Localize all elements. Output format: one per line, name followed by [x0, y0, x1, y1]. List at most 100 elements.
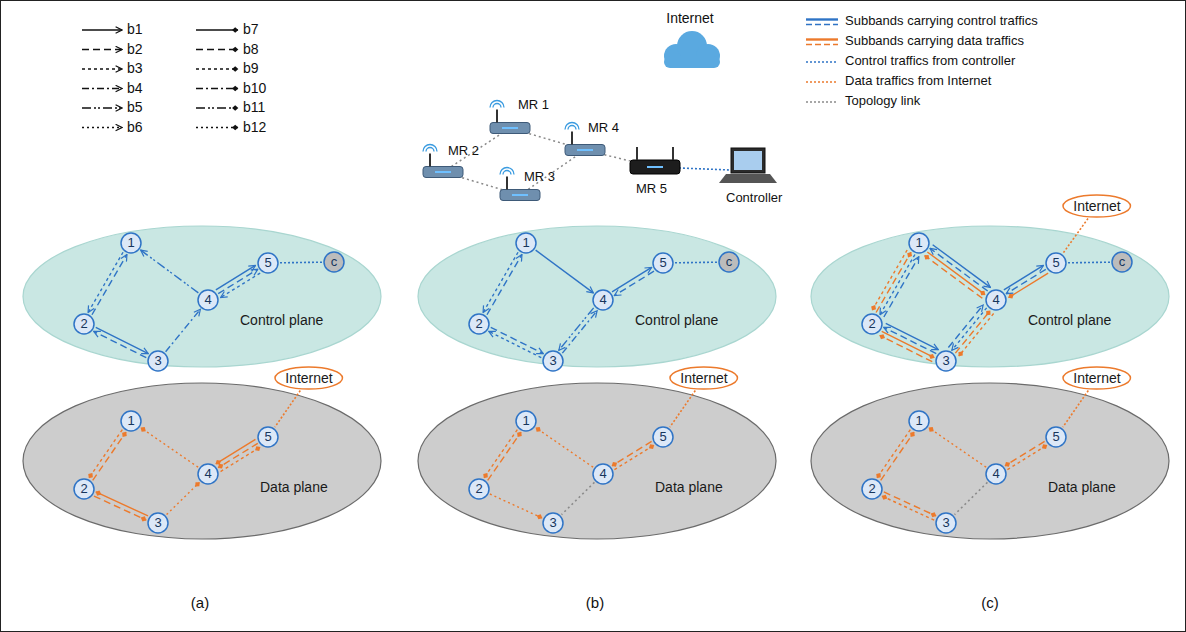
- figure-part: [324, 252, 344, 272]
- legend-text: b12: [243, 119, 266, 135]
- device-label: Internet: [666, 10, 713, 26]
- node-number: 4: [204, 467, 211, 482]
- figure-part: [719, 174, 777, 183]
- panel-label: (a): [191, 594, 209, 611]
- node-outline: [810, 382, 1170, 540]
- node-number: 5: [264, 256, 271, 271]
- router-node: 4: [985, 289, 1007, 311]
- figure-part: [423, 167, 463, 178]
- subband-connector: [877, 430, 910, 478]
- control-plane-ellipse: 12345cControl plane: [417, 225, 777, 368]
- router-node: 1: [515, 232, 537, 254]
- figure-part: [719, 252, 739, 272]
- figure-part: Controller: [726, 191, 782, 206]
- figure-part: [82, 127, 122, 128]
- controller-node: c: [1111, 251, 1133, 273]
- node-number: 5: [659, 256, 666, 271]
- figure-part: [636, 147, 638, 160]
- legend-text: b5: [127, 99, 143, 115]
- subband-connector: [612, 267, 652, 291]
- subband-connector: [884, 327, 937, 353]
- wifi-wave: [503, 171, 511, 175]
- legend-sample: [806, 102, 838, 103]
- router-node: 2: [73, 313, 95, 335]
- topology-link: [520, 150, 585, 195]
- figure-part: [23, 226, 381, 367]
- plane-label: Data plane: [260, 479, 328, 495]
- figure-part: [196, 29, 238, 30]
- subband-connector: [612, 441, 652, 465]
- figure-part: b7: [243, 21, 259, 37]
- wifi-wave: [493, 104, 501, 108]
- plane-label: Data plane: [1048, 479, 1116, 495]
- figure-part: [653, 427, 673, 447]
- router-node: 1: [908, 232, 930, 254]
- figure-part: [418, 226, 776, 367]
- node-number: 2: [80, 317, 87, 332]
- node-number: 2: [475, 482, 482, 497]
- figure-part: [1046, 427, 1066, 447]
- subband-connector: [484, 430, 517, 478]
- router-node: 4: [985, 463, 1007, 485]
- figure-part: [806, 61, 838, 63]
- subband-connector: [882, 496, 934, 520]
- figure-part: [258, 253, 278, 273]
- plane-label: Control plane: [1028, 312, 1111, 328]
- figure-part: [664, 56, 720, 68]
- node-number: 4: [992, 467, 999, 482]
- figure-part: [196, 127, 238, 128]
- subband-connector: [884, 257, 919, 317]
- router-node: 1: [120, 232, 142, 254]
- node-number: 2: [80, 482, 87, 497]
- legend-text: b9: [243, 60, 259, 76]
- node-number: 1: [127, 236, 134, 251]
- figure-part: [936, 351, 956, 371]
- router-node: 1: [908, 410, 930, 432]
- figure-part: [435, 171, 451, 173]
- figure-part: [516, 233, 536, 253]
- figure-part: [593, 290, 613, 310]
- subband-connector: [1007, 445, 1047, 469]
- subband-connector: [275, 391, 300, 428]
- figure-part: [148, 513, 168, 533]
- subband-connector: [488, 432, 521, 480]
- wifi-wave: [490, 101, 504, 108]
- router-node: 2: [73, 478, 95, 500]
- device-label: MR 2: [448, 144, 479, 159]
- figure-part: MR 5: [636, 182, 667, 197]
- router-node: 5: [257, 426, 279, 448]
- figure-part: [731, 148, 765, 173]
- subband-connector: [1005, 441, 1045, 465]
- figure-part: [496, 110, 498, 123]
- figure-part: b1: [127, 21, 143, 37]
- figure-part: [516, 411, 536, 431]
- controller-node: c: [718, 251, 740, 273]
- data-plane-ellipse: 12345Data plane: [22, 382, 382, 540]
- subband-connector: [1063, 219, 1088, 254]
- subband-connector: [881, 432, 914, 480]
- node-number: 4: [992, 293, 999, 308]
- subband-connector: [96, 492, 148, 516]
- figure-part: [82, 49, 122, 50]
- figure-part: [196, 107, 238, 108]
- subband-connector: [880, 335, 933, 361]
- node-number: 1: [915, 414, 922, 429]
- legend-text: Topology link: [845, 94, 920, 109]
- subband-connector: [929, 428, 986, 467]
- figure-part: b6: [127, 119, 143, 135]
- node-number: 1: [522, 414, 529, 429]
- internet-label: Internet: [1073, 198, 1120, 214]
- plane-label: Control plane: [240, 312, 323, 328]
- wifi-wave: [568, 126, 576, 130]
- legend-text: b7: [243, 21, 259, 37]
- subband-connector: [614, 445, 654, 469]
- node-number: 3: [942, 516, 949, 531]
- figure-part: b9: [243, 60, 259, 76]
- figure-part: [909, 411, 929, 431]
- figure-part: Control plane: [1028, 312, 1111, 328]
- figure-part: Topology link: [845, 94, 920, 109]
- legend-sample: [82, 49, 122, 50]
- subband-connector: [483, 252, 518, 312]
- router-node: 2: [468, 478, 490, 500]
